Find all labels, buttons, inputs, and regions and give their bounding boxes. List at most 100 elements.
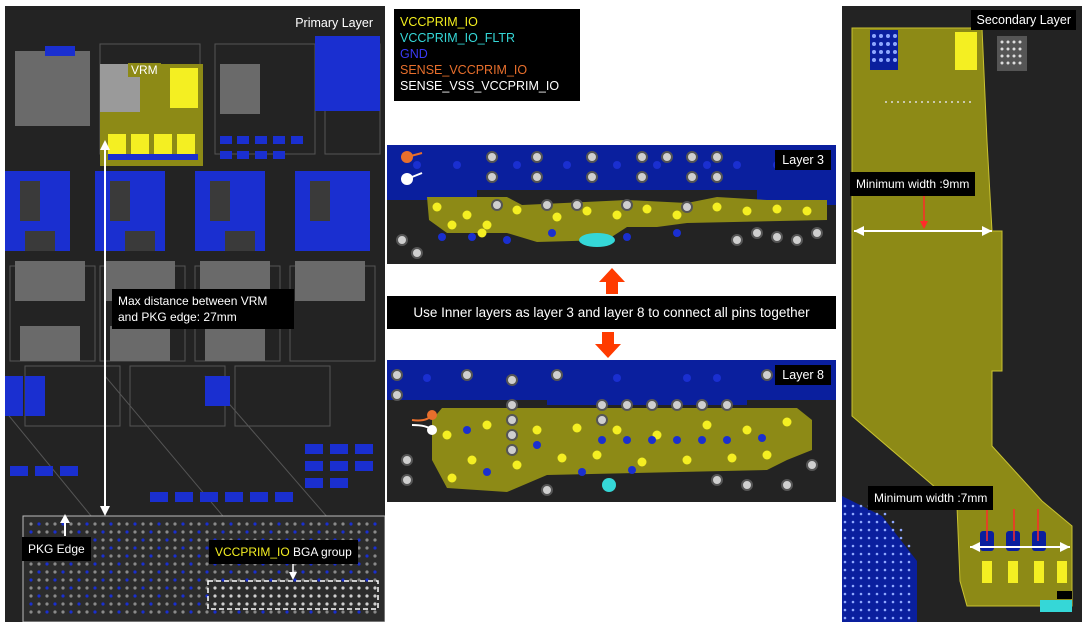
via-pad <box>442 430 452 440</box>
via-pad <box>181 602 185 606</box>
via-pad <box>325 578 329 582</box>
via-pad <box>37 594 41 598</box>
via-pad <box>93 530 97 534</box>
via-pad <box>165 522 169 526</box>
via-pad <box>883 544 887 548</box>
via-pad <box>149 594 153 598</box>
via-pad <box>197 562 201 566</box>
via-pad <box>859 536 863 540</box>
via-pad <box>891 592 895 596</box>
secondary-layer-panel: Secondary Layer Minimum width :9mm Minim… <box>842 6 1082 622</box>
via-pad <box>586 171 598 183</box>
via-pad <box>53 578 57 582</box>
via-pad <box>109 586 113 590</box>
via-pad <box>69 586 73 590</box>
via-pad <box>891 584 895 588</box>
via-pad <box>907 544 911 548</box>
via-pad <box>893 42 897 46</box>
via-pad <box>53 586 57 590</box>
via-pad <box>205 538 209 542</box>
via-pad <box>285 530 289 534</box>
via-pad <box>221 570 225 574</box>
via-pad <box>285 578 289 582</box>
via-pad <box>477 228 487 238</box>
via-pad <box>802 206 812 216</box>
via-pad <box>37 586 41 590</box>
via-pad <box>293 594 297 598</box>
secondary-layer-artwork <box>842 27 1073 622</box>
via-pad <box>373 522 377 526</box>
via-pad <box>317 530 321 534</box>
via-pad <box>197 530 201 534</box>
via-pad <box>883 592 887 596</box>
via-pad <box>69 522 73 526</box>
via-pad <box>851 520 855 524</box>
via-pad <box>213 586 217 590</box>
via-pad <box>681 201 693 213</box>
via-pad <box>221 578 225 582</box>
via-pad <box>867 552 871 556</box>
via-pad <box>373 538 377 542</box>
via-pad <box>141 586 145 590</box>
via-pad <box>253 594 257 598</box>
via-pad <box>77 522 81 526</box>
via-pad <box>357 594 361 598</box>
via-pad <box>101 602 105 606</box>
via-pad <box>875 616 879 620</box>
via-pad <box>349 530 353 534</box>
via-pad <box>85 570 89 574</box>
via-pad <box>77 610 81 614</box>
via-pad <box>349 578 353 582</box>
via-pad <box>317 594 321 598</box>
via-pad <box>301 530 305 534</box>
via-pad <box>125 530 129 534</box>
via-pad <box>357 586 361 590</box>
via-pad <box>357 546 361 550</box>
via-pad <box>867 512 871 516</box>
via-pad <box>893 58 897 62</box>
via-pad <box>301 522 305 526</box>
via-pad <box>867 600 871 604</box>
via-pad <box>572 423 582 433</box>
via-pad <box>875 528 879 532</box>
via-pad <box>628 466 636 474</box>
via-pad <box>157 562 161 566</box>
via-pad <box>891 544 895 548</box>
via-pad <box>963 101 965 103</box>
via-pad <box>93 522 97 526</box>
via-pad <box>157 602 161 606</box>
via-pad <box>859 600 863 604</box>
via-pad <box>197 602 201 606</box>
via-pad <box>229 586 233 590</box>
via-pad <box>237 586 241 590</box>
via-pad <box>125 562 129 566</box>
via-pad <box>851 576 855 580</box>
via-pad <box>373 586 377 590</box>
via-pad <box>349 522 353 526</box>
via-pad <box>712 202 722 212</box>
via-pad <box>373 562 377 566</box>
via-pad <box>85 578 89 582</box>
via-pad <box>173 538 177 542</box>
via-pad <box>696 399 708 411</box>
via-pad <box>197 522 201 526</box>
via-pad <box>93 578 97 582</box>
via-pad <box>467 455 477 465</box>
via-pad <box>261 570 265 574</box>
via-pad <box>365 562 369 566</box>
via-pad <box>189 562 193 566</box>
via-pad <box>77 578 81 582</box>
via-pad <box>181 594 185 598</box>
via-pad <box>461 369 473 381</box>
via-pad <box>165 538 169 542</box>
via-pad <box>883 600 887 604</box>
bga-group-label: VCCPRIM_IO BGA group <box>209 540 358 564</box>
via-pad <box>277 530 281 534</box>
via-pad <box>237 578 241 582</box>
via-pad <box>213 602 217 606</box>
via-pad <box>886 50 890 54</box>
primary-layer-title: Primary Layer <box>295 16 373 30</box>
via-pad <box>149 602 153 606</box>
via-pad <box>205 546 209 550</box>
via-pad <box>349 602 353 606</box>
